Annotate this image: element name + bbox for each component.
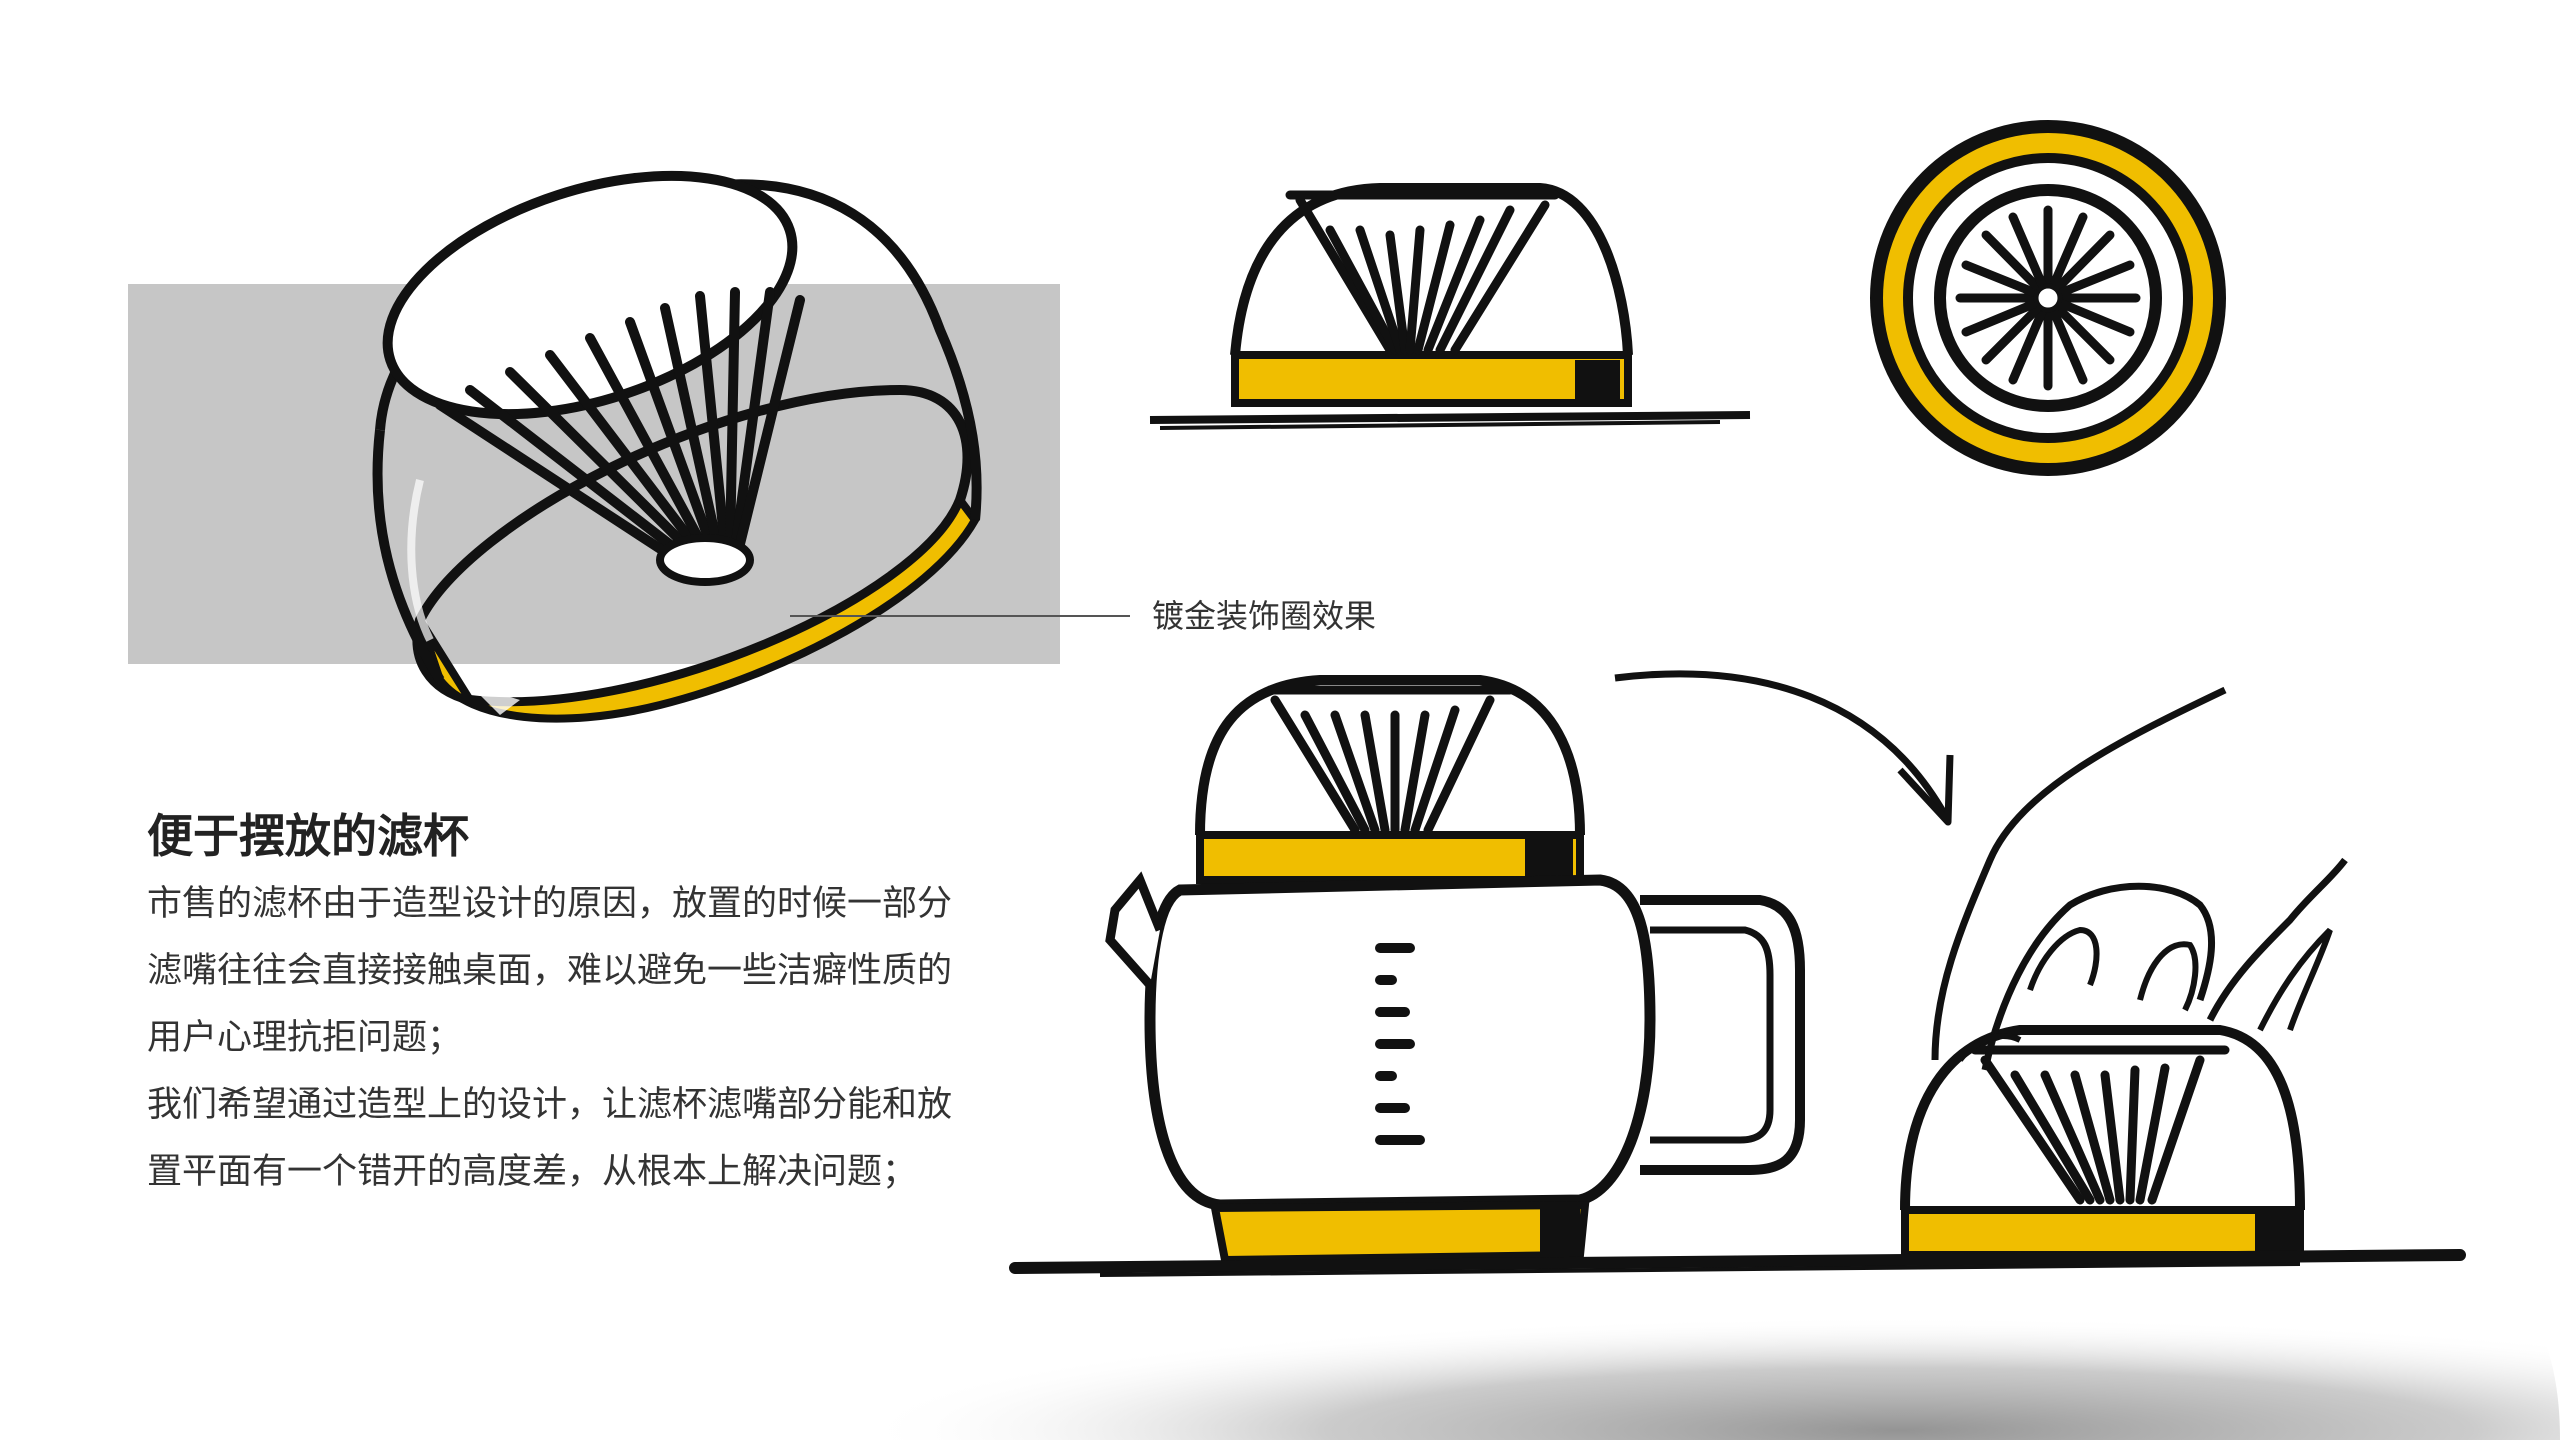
description-line-5: 置平面有一个错开的高度差，从根本上解决问题； — [147, 1152, 918, 1192]
callout-label-gilded-ring: 镀金装饰圈效果 — [1152, 597, 1377, 635]
description-text-block: 便于摆放的滤杯 市售的滤杯由于造型设计的原因，放置的时候一部分 滤嘴往往会直接接… — [147, 805, 1027, 1206]
description-line-4: 我们希望通过造型上的设计，让滤杯滤嘴部分能和放 — [147, 1085, 953, 1125]
description-line-1: 市售的滤杯由于造型设计的原因，放置的时候一部分 — [147, 884, 953, 924]
description-line-3: 用户心理抗拒问题； — [147, 1018, 463, 1058]
description-line-2: 滤嘴往往会直接接触桌面，难以避免一些洁癖性质的 — [147, 951, 953, 991]
section-heading: 便于摆放的滤杯 — [147, 809, 469, 863]
callout-leader-line — [790, 615, 1130, 617]
